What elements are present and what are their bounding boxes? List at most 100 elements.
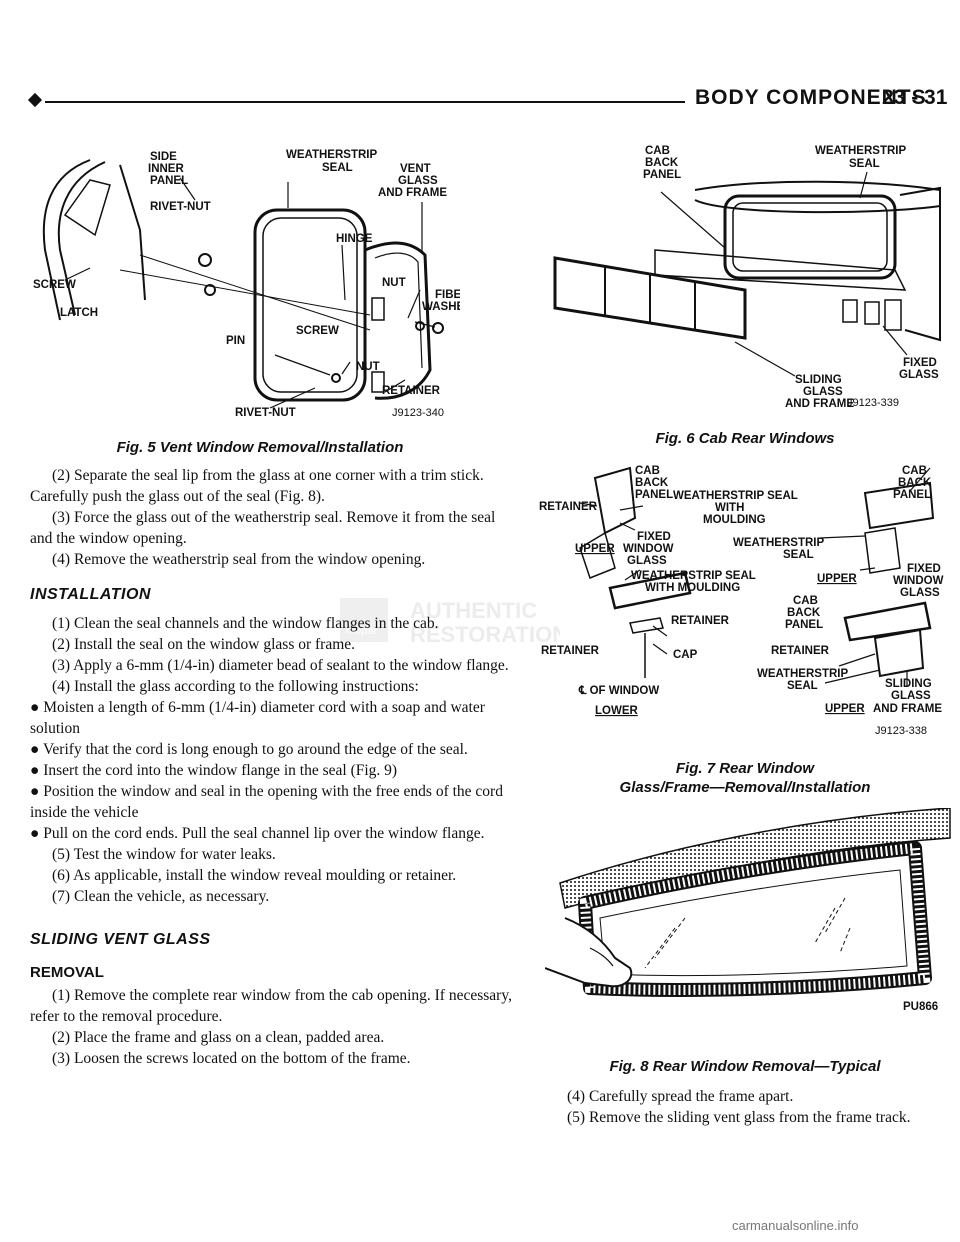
fig7-label-lower: LOWER: [595, 705, 638, 717]
fig5-label-hinge: HINGE: [336, 233, 373, 245]
para-force-glass: (3) Force the glass out of the weatherst…: [30, 509, 496, 547]
fig5-label-nut-top: NUT: [382, 277, 406, 289]
page-number: 23 - 31: [882, 86, 948, 109]
para-remove-sliding-glass: (5) Remove the sliding vent glass from t…: [567, 1109, 911, 1126]
fig7-label-fixed-r: FIXED: [907, 563, 941, 575]
fig7-label-retainer-mid: RETAINER: [671, 615, 730, 627]
fig5-label-latch: LATCH: [60, 307, 98, 319]
para-clean-vehicle: (7) Clean the vehicle, as necessary.: [52, 888, 270, 905]
fig8-caption: Fig. 8 Rear Window Removal—Typical: [609, 1058, 881, 1075]
fig7-label-ws-seal: WEATHERSTRIP: [733, 537, 824, 549]
fig7-label-with: WITH: [715, 502, 744, 514]
fig7-label-ws-mould: WEATHERSTRIP SEAL: [673, 490, 798, 502]
fig6-caption: Fig. 6 Cab Rear Windows: [655, 430, 835, 447]
fig7-label-panel-mr: PANEL: [785, 619, 823, 631]
fig6-label-weatherstrip: WEATHERSTRIP: [815, 145, 906, 157]
bullet-moisten-cord: ● Moisten a length of 6-mm (1/4-in) diam…: [30, 699, 485, 737]
para-spread-frame: (4) Carefully spread the frame apart.: [567, 1088, 794, 1105]
fig5-label-panel: PANEL: [150, 175, 188, 187]
fig7-label-glass-l: GLASS: [627, 555, 667, 567]
para-remove-rear-window: (1) Remove the complete rear window from…: [30, 987, 512, 1025]
left-text-column: (2) Separate the seal lip from the glass…: [30, 465, 518, 1069]
para-remove-seal: (4) Remove the weatherstrip seal from th…: [52, 551, 426, 568]
fig7-label-window-r: WINDOW: [893, 575, 944, 587]
bullet-position-window: ● Position the window and seal in the op…: [30, 783, 503, 821]
bullet-insert-cord: ● Insert the cord into the window flange…: [30, 762, 398, 779]
section-title: BODY COMPONENTS: [695, 86, 927, 109]
fig7-label-upper-l: UPPER: [575, 543, 615, 555]
fig5-code: J9123-340: [392, 407, 444, 419]
fig5-label-weatherstrip: WEATHERSTRIP: [286, 149, 377, 161]
watermark-brand: mopar: [346, 625, 378, 637]
right-text-column: (4) Carefully spread the frame apart. (5…: [545, 1086, 945, 1128]
fig5-caption: Fig. 5 Vent Window Removal/Installation: [116, 439, 404, 456]
para-separate-seal: (2) Separate the seal lip from the glass…: [30, 467, 484, 505]
figure-6-cab-rear-windows: CAB BACK PANEL WEATHERSTRIP SEAL SLIDING…: [545, 140, 945, 420]
fig5-label-seal: SEAL: [322, 162, 353, 174]
fig7-label-back-tr: BACK: [898, 477, 932, 489]
fig5-label-and-frame: AND FRAME: [378, 187, 447, 199]
fig7-label-and-frame: AND FRAME: [873, 703, 942, 715]
heading-sliding-vent-glass: SLIDING VENT GLASS: [30, 931, 211, 948]
fig5-label-rivet-nut-top: RIVET-NUT: [150, 201, 211, 213]
para-loosen-screws: (3) Loosen the screws located on the bot…: [52, 1050, 411, 1067]
fig7-label-back-tl: BACK: [635, 477, 669, 489]
fig7-label-cap: CAP: [673, 649, 698, 661]
fig7-label-moulding: MOULDING: [703, 514, 766, 526]
fig5-label-side: SIDE: [150, 151, 177, 163]
fig6-label-panel: PANEL: [643, 169, 681, 181]
figure-5-vent-window: SIDE INNER PANEL WEATHERSTRIP SEAL VENT …: [30, 140, 460, 430]
para-install-moulding: (6) As applicable, install the window re…: [52, 867, 457, 884]
para-apply-sealant: (3) Apply a 6-mm (1/4-in) diameter bead …: [52, 657, 509, 674]
fig7-label-seal: SEAL: [783, 549, 814, 561]
bullet-verify-cord: ● Verify that the cord is long enough to…: [30, 741, 468, 758]
watermark-line1: AUTHENTIC: [410, 598, 537, 623]
figure-7-rear-window-glass-frame: CAB BACK PANEL RETAINER WEATHERSTRIP SEA…: [535, 458, 945, 740]
footer-site: carmanualsonline.info: [732, 1218, 859, 1233]
fig7-label-ws-mould2: WEATHERSTRIP SEAL: [631, 570, 756, 582]
para-place-frame: (2) Place the frame and glass on a clean…: [52, 1029, 385, 1046]
fig6-label-seal: SEAL: [849, 158, 880, 170]
fig7-label-upper-br: UPPER: [825, 703, 865, 715]
fig6-label-back: BACK: [645, 157, 679, 169]
watermark-line2: RESTORATION: [410, 622, 560, 647]
fig6-label-glass: GLASS: [803, 386, 843, 398]
fig5-label-rivet-nut-bottom: RIVET-NUT: [235, 407, 296, 419]
fig7-label-retainer-top: RETAINER: [539, 501, 598, 513]
fig5-label-retainer: RETAINER: [382, 385, 441, 397]
heading-removal: REMOVAL: [30, 964, 104, 981]
fig5-label-washer: WASHER: [422, 301, 460, 313]
para-clean-channels: (1) Clean the seal channels and the wind…: [52, 615, 439, 632]
fig7-label-panel-tl: PANEL: [635, 489, 673, 501]
header-rule: [45, 101, 685, 103]
fig5-label-pin: PIN: [226, 335, 245, 347]
fig7-label-fixed-l: FIXED: [637, 531, 671, 543]
fig6-label-sliding: SLIDING: [795, 374, 842, 386]
fig5-label-vent: VENT: [400, 163, 431, 175]
fig6-label-and-frame: AND FRAME: [785, 398, 854, 410]
fig7-label-sliding: SLIDING: [885, 678, 932, 690]
fig7-label-ws-seal-br: WEATHERSTRIP: [757, 668, 848, 680]
fig5-label-screw-center: SCREW: [296, 325, 339, 337]
fig6-label-fixed: FIXED: [903, 357, 937, 369]
fig7-label-glass-br: GLASS: [891, 690, 931, 702]
fig7-label-glass-r: GLASS: [900, 587, 940, 599]
fig7-label-back-mr: BACK: [787, 607, 821, 619]
fig5-label-glass: GLASS: [398, 175, 438, 187]
fig6-code: J9123-339: [847, 397, 899, 409]
fig7-label-cab-mr: CAB: [793, 595, 818, 607]
fig7-label-upper-r: UPPER: [817, 573, 857, 585]
fig7-label-cab-tl: CAB: [635, 465, 660, 477]
fig8-code: PU866: [903, 1001, 938, 1013]
fig7-label-seal-br: SEAL: [787, 680, 818, 692]
fig7-label-with-moulding: WITH MOULDING: [645, 582, 740, 594]
fig7-code: J9123-338: [875, 725, 927, 737]
watermark-logo: mopar AUTHENTIC RESTORATION: [340, 590, 568, 650]
fig7-caption-2: Glass/Frame—Removal/Installation: [619, 779, 871, 796]
fig7-label-window-l: WINDOW: [623, 543, 674, 555]
heading-installation: INSTALLATION: [30, 586, 151, 603]
fig6-label-fixed-glass: GLASS: [899, 369, 939, 381]
fig5-label-fiber: FIBER: [435, 289, 460, 301]
fig7-label-panel-tr: PANEL: [893, 489, 931, 501]
fig7-label-retainer-left: RETAINER: [541, 645, 600, 657]
